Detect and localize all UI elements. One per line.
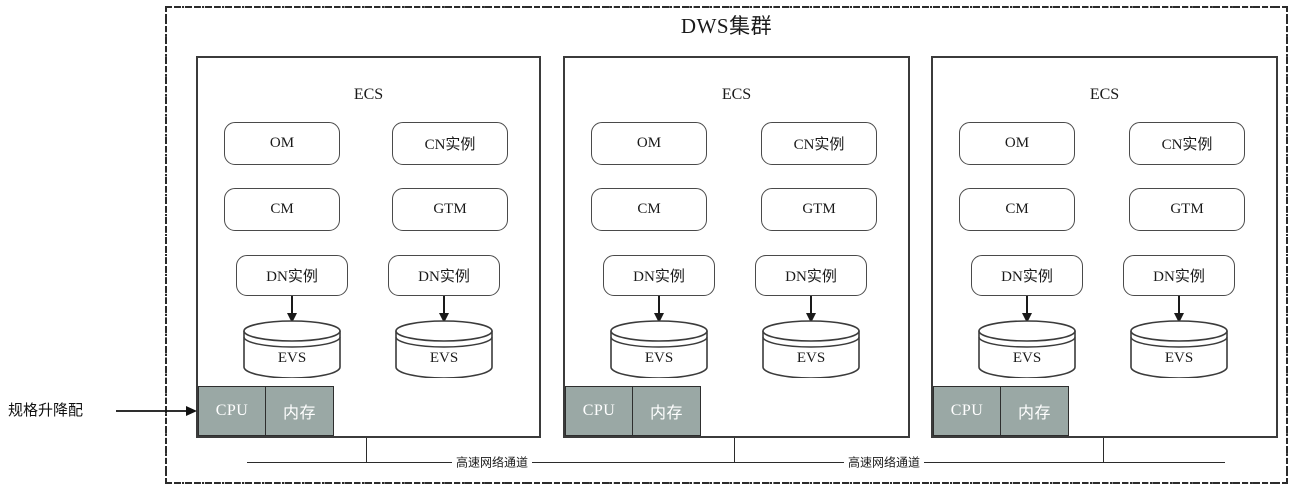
hardware-strip: CPU 内存 [198, 386, 334, 436]
storage-label: EVS [644, 350, 674, 366]
hardware-cpu[interactable]: CPU [565, 386, 633, 436]
storage-label: EVS [796, 350, 826, 366]
component-dn-instance-2[interactable]: DN实例 [388, 255, 500, 296]
component-gtm[interactable]: GTM [392, 188, 508, 231]
component-dn-instance-1[interactable]: DN实例 [971, 255, 1083, 296]
network-bus-line-1 [247, 462, 859, 463]
dn-to-evs-arrow-2 [439, 296, 449, 323]
component-cm[interactable]: CM [224, 188, 340, 231]
component-om[interactable]: OM [591, 122, 707, 165]
dws-cluster-boundary [165, 6, 1288, 484]
ecs-node-3[interactable]: ECS OM CM CN实例 GTM DN实例 DN实例 EVS [931, 56, 1278, 438]
storage-label: EVS [1164, 350, 1194, 366]
component-dn-instance-2[interactable]: DN实例 [1123, 255, 1235, 296]
component-cn-instance[interactable]: CN实例 [761, 122, 877, 165]
bus-stub-3 [1103, 438, 1104, 462]
hardware-cpu[interactable]: CPU [933, 386, 1001, 436]
storage-label: EVS [277, 350, 307, 366]
storage-label: EVS [1012, 350, 1042, 366]
storage-evs-2[interactable]: EVS [1129, 320, 1229, 378]
ecs-node-2[interactable]: ECS OM CM CN实例 GTM DN实例 DN实例 EVS [563, 56, 910, 438]
hardware-strip: CPU 内存 [565, 386, 701, 436]
dn-to-evs-arrow-1 [1022, 296, 1032, 323]
hardware-memory[interactable]: 内存 [1001, 386, 1069, 436]
dn-to-evs-arrow-1 [654, 296, 664, 323]
component-cn-instance[interactable]: CN实例 [1129, 122, 1245, 165]
component-dn-instance-1[interactable]: DN实例 [603, 255, 715, 296]
component-dn-instance-2[interactable]: DN实例 [755, 255, 867, 296]
hardware-strip: CPU 内存 [933, 386, 1069, 436]
hardware-memory[interactable]: 内存 [266, 386, 334, 436]
ecs-node-1[interactable]: ECS OM CM CN实例 GTM DN实例 DN实例 EVS [196, 56, 541, 438]
dn-to-evs-arrow-2 [1174, 296, 1184, 323]
ecs-title: ECS [721, 86, 752, 103]
component-om[interactable]: OM [959, 122, 1075, 165]
hardware-memory[interactable]: 内存 [633, 386, 701, 436]
hardware-cpu[interactable]: CPU [198, 386, 266, 436]
storage-evs-2[interactable]: EVS [761, 320, 861, 378]
cluster-title: DWS集群 [680, 14, 773, 38]
component-gtm[interactable]: GTM [1129, 188, 1245, 231]
ecs-title: ECS [353, 86, 384, 103]
storage-evs-1[interactable]: EVS [242, 320, 342, 378]
storage-evs-1[interactable]: EVS [977, 320, 1077, 378]
scaling-annotation-arrow-icon [116, 406, 197, 416]
network-bus-label-1: 高速网络通道 [451, 453, 533, 471]
storage-evs-2[interactable]: EVS [394, 320, 494, 378]
dn-to-evs-arrow-1 [287, 296, 297, 323]
component-cn-instance[interactable]: CN实例 [392, 122, 508, 165]
storage-evs-1[interactable]: EVS [609, 320, 709, 378]
component-om[interactable]: OM [224, 122, 340, 165]
bus-stub-1 [366, 438, 367, 462]
scaling-annotation-label: 规格升降配 [8, 403, 84, 419]
dn-to-evs-arrow-2 [806, 296, 816, 323]
ecs-title: ECS [1089, 86, 1120, 103]
component-cm[interactable]: CM [591, 188, 707, 231]
component-gtm[interactable]: GTM [761, 188, 877, 231]
network-bus-label-2: 高速网络通道 [843, 453, 925, 471]
bus-stub-2 [734, 438, 735, 462]
storage-label: EVS [429, 350, 459, 366]
component-cm[interactable]: CM [959, 188, 1075, 231]
component-dn-instance-1[interactable]: DN实例 [236, 255, 348, 296]
